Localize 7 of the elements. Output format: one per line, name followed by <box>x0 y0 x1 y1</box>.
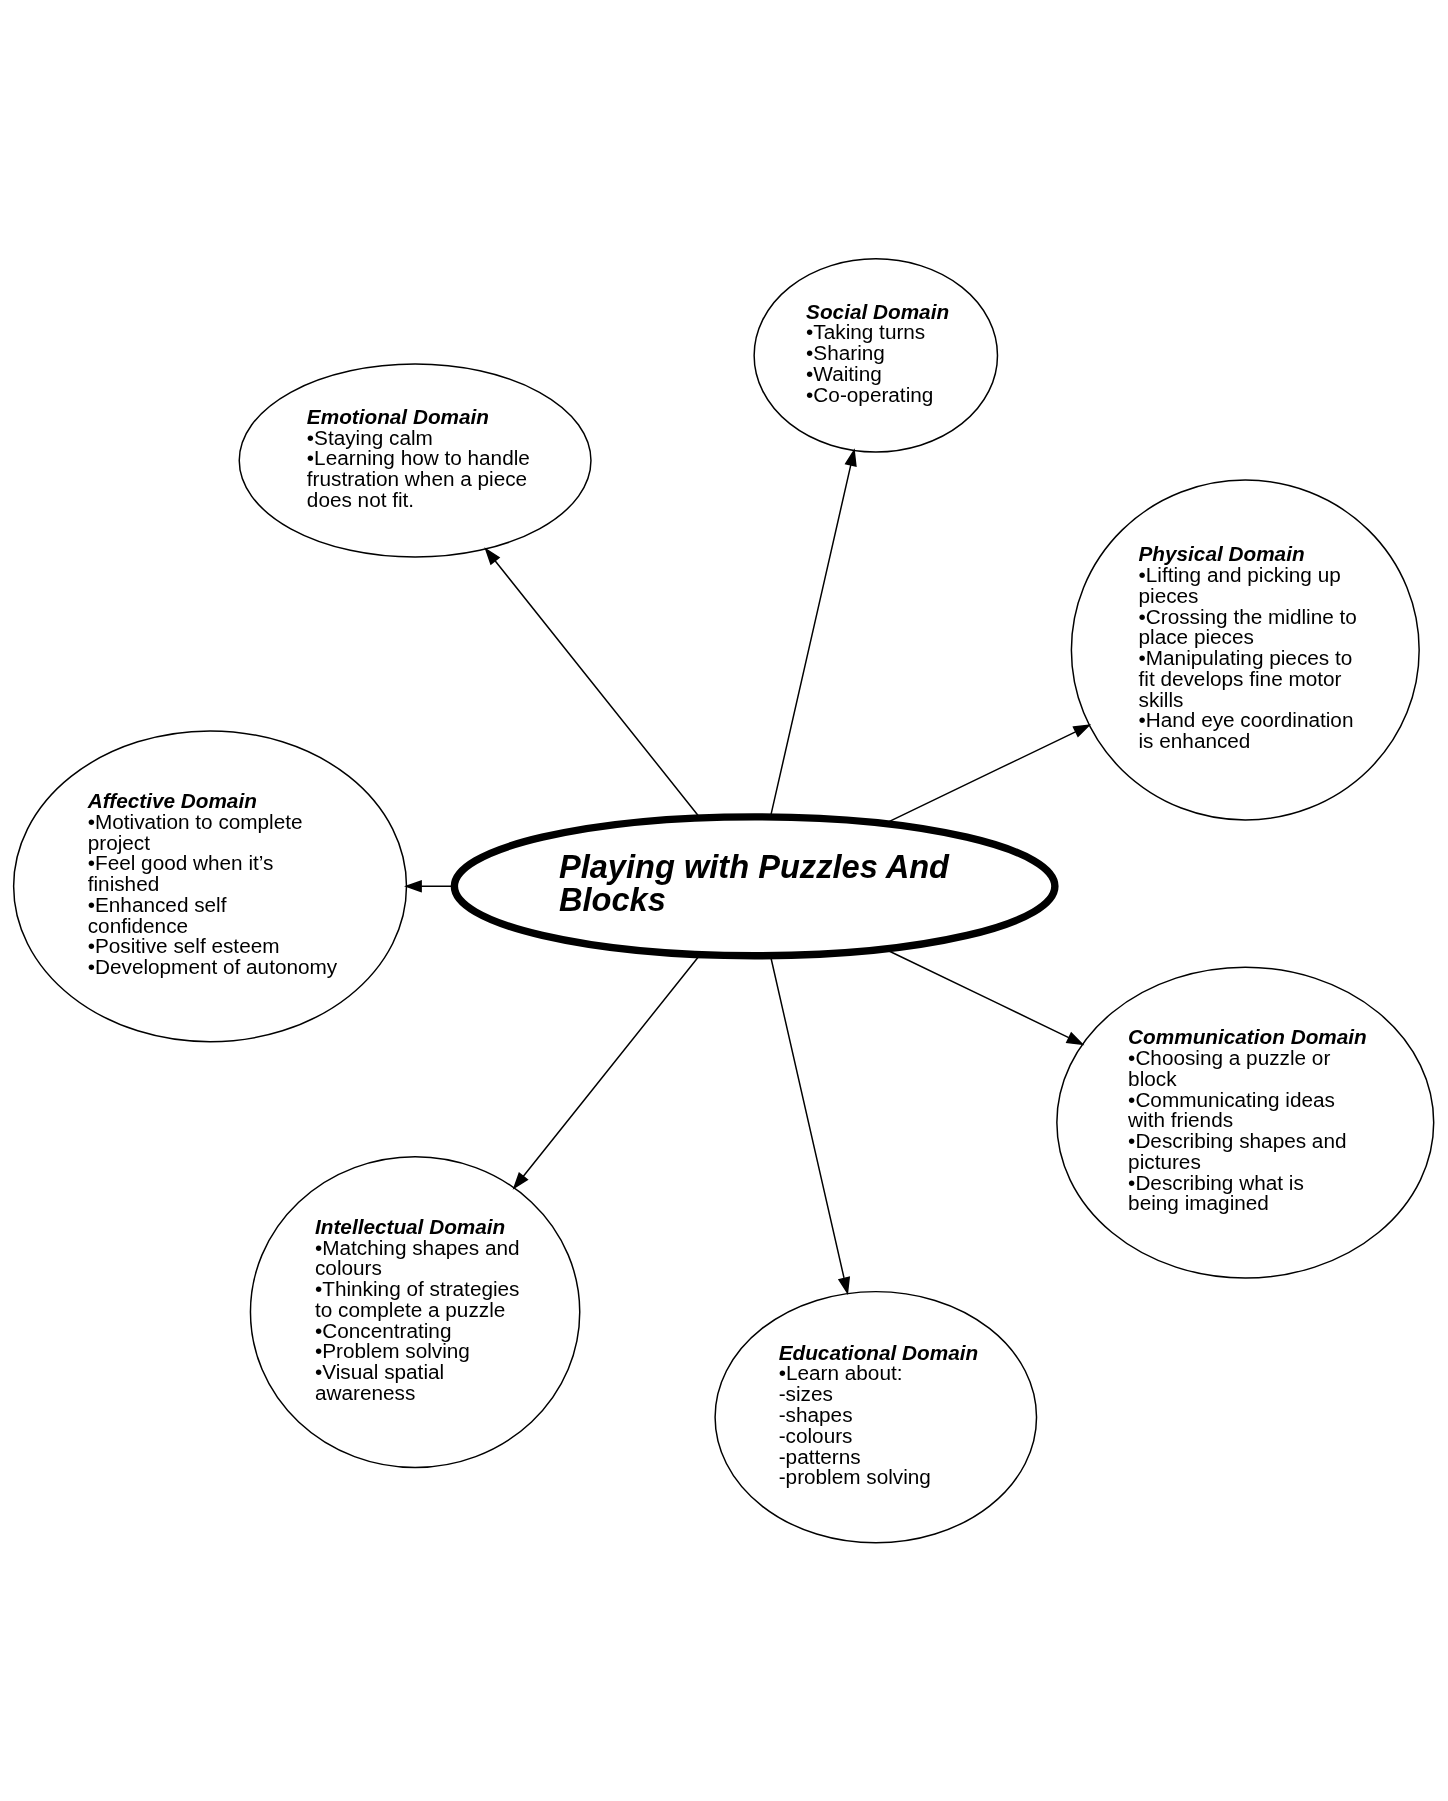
node-circle: Intellectual Domain •Matching shapes and colours •Thinking of strategies to complete a puzzle •Concentrating •Problem solving •Visual spatial awareness <box>249 1155 581 1468</box>
node-ellipse: Social Domain •Taking turns •Sharing •Waiting •Co-operating <box>753 257 999 453</box>
node-ellipse: Communication Domain •Choosing a puzzle or block •Communicating ideas with friends •Describing shapes and pictures •Describing what is being imagined <box>1056 965 1435 1279</box>
node-ellipse: Educational Domain •Learn about: -sizes -shapes -colours -patterns -problem solving <box>714 1290 1038 1544</box>
node-ellipse: Playing with Puzzles And Blocks <box>450 812 1059 959</box>
node-ellipse: Emotional Domain •Staying calm •Learning how to handle frustration when a piece does not fit. <box>238 362 592 558</box>
node-ellipse: Affective Domain •Motivation to complete project •Feel good when it’s finished •Enhanced self confidence •Positive self esteem •Development of autonomy <box>12 729 408 1042</box>
